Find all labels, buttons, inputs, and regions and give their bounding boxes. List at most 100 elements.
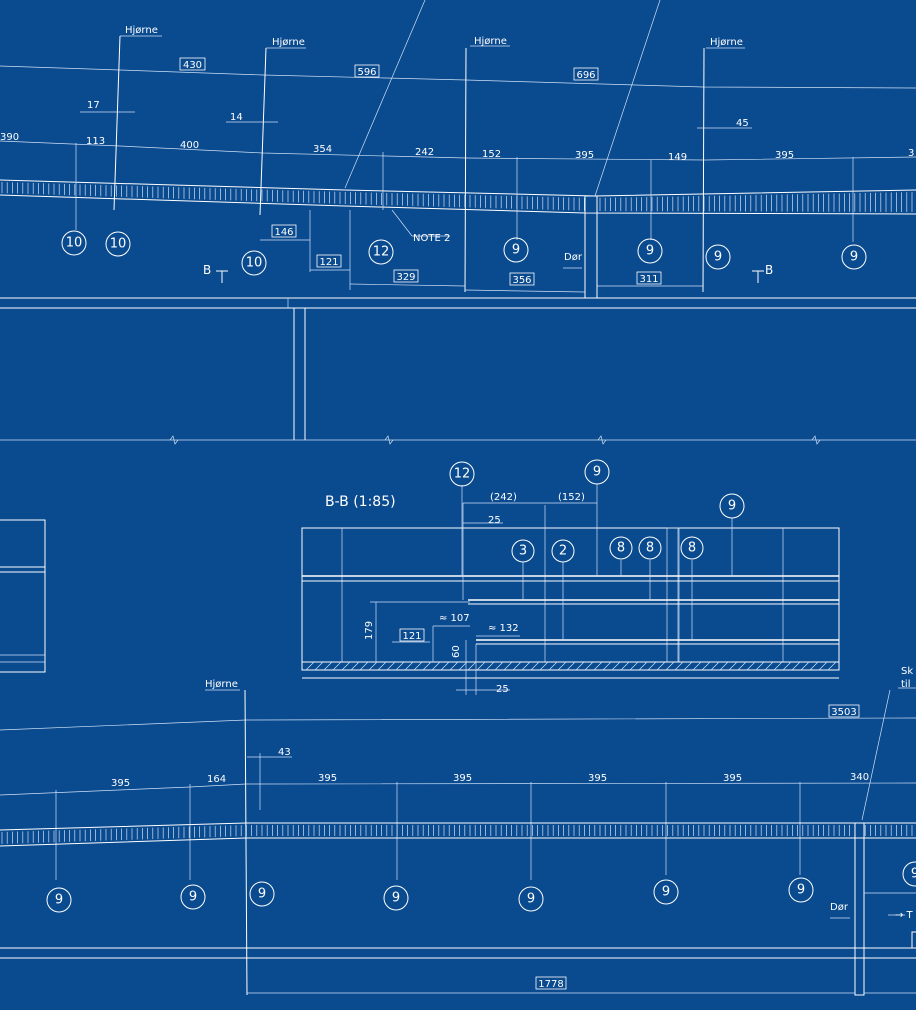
section-marker-label: B [203, 263, 211, 277]
bottom-plan [0, 687, 916, 996]
door-label: Dør [564, 252, 583, 263]
dimension-label: 3503 [831, 707, 856, 718]
dimension-label: 356 [512, 275, 531, 286]
svg-text:9: 9 [593, 465, 601, 480]
item-marker: 9 [503, 237, 529, 263]
dimension-label: 340 [850, 772, 869, 783]
dimension-label: 395 [318, 773, 337, 784]
dimension-label: 1778 [538, 979, 563, 990]
svg-text:12: 12 [454, 467, 471, 482]
top-plan [0, 0, 916, 441]
dimension-label: 25 [488, 515, 501, 526]
svg-text:10: 10 [66, 236, 83, 251]
svg-text:9: 9 [646, 244, 654, 259]
svg-text:10: 10 [110, 237, 127, 252]
item-marker: 2 [551, 539, 575, 563]
dimension-label: 121 [319, 257, 338, 268]
item-marker: 9 [637, 238, 663, 264]
item-marker: 9 [719, 493, 745, 519]
svg-text:8: 8 [617, 541, 625, 556]
svg-text:9: 9 [797, 883, 805, 898]
dimension-label: 149 [668, 152, 687, 163]
approx-label: ≈ 132 [488, 623, 519, 634]
svg-text:9: 9 [728, 499, 736, 514]
svg-text:9: 9 [714, 250, 722, 265]
left-partial-section [0, 519, 46, 673]
svg-text:2: 2 [559, 544, 567, 559]
item-marker: 10 [61, 230, 87, 256]
dimension-label: 400 [180, 140, 199, 151]
item-marker: 12 [449, 461, 475, 487]
item-marker: 10 [241, 250, 267, 276]
item-marker: 9 [518, 886, 544, 912]
dimension-label: 152 [482, 149, 501, 160]
item-marker: 9 [841, 244, 867, 270]
item-marker: 9 [705, 244, 731, 270]
dimension-label: 121 [402, 631, 421, 642]
rail-ticks-top [1, 182, 913, 212]
floor-hatch [305, 661, 837, 671]
corner-label: Hjørne [125, 25, 158, 36]
corner-label: Hjørne [710, 37, 743, 48]
dimension-label: 17 [87, 100, 100, 111]
dimension-label: (242) [490, 492, 517, 503]
item-marker: 9 [902, 861, 916, 887]
svg-text:12: 12 [373, 245, 390, 260]
dimension-label: 113 [86, 136, 105, 147]
item-marker: 8 [638, 536, 662, 560]
dimension-label: 329 [396, 272, 415, 283]
bottom-labels: Hjørne Dør Sk til → T 3503 1778 43 395 1… [111, 666, 914, 990]
item-marker: 3 [511, 539, 535, 563]
svg-text:9: 9 [662, 885, 670, 900]
section-bb: B-B (1:85) [301, 484, 840, 695]
section-marker-label: B [765, 263, 773, 277]
dimension-label: 696 [576, 70, 595, 81]
svg-text:8: 8 [688, 541, 696, 556]
dimension-label: 395 [111, 778, 130, 789]
top-boxed-dims: 430 596 696 146 121 329 356 311 [179, 57, 662, 286]
item-marker: 8 [609, 536, 633, 560]
partial-label: til [901, 679, 910, 690]
section-dims: (242) (152) 25 179 121 ≈ 107 ≈ 132 60 25 [364, 492, 585, 695]
dimension-label: 146 [274, 227, 293, 238]
svg-text:8: 8 [646, 541, 654, 556]
dimension-label: 242 [415, 147, 434, 158]
item-marker: 10 [105, 231, 131, 257]
svg-text:9: 9 [55, 893, 63, 908]
approx-label: ≈ 107 [439, 613, 470, 624]
dimension-label: 596 [357, 67, 376, 78]
dimension-label: 25 [496, 684, 509, 695]
dimension-label: 395 [775, 150, 794, 161]
item-marker: 9 [584, 459, 610, 485]
svg-text:9: 9 [850, 250, 858, 265]
dimension-label: 60 [451, 645, 462, 658]
dimension-label: 354 [313, 144, 332, 155]
door-label: Dør [830, 902, 849, 913]
item-marker: 9 [180, 884, 206, 910]
top-labels: Hjørne Hjørne Hjørne Hjørne Dør NOTE 2 B… [125, 25, 773, 277]
partial-label: → T [895, 910, 914, 921]
item-marker: 9 [788, 877, 814, 903]
dimension-label: 43 [278, 747, 291, 758]
dimension-label: 390 [0, 132, 19, 143]
note-label: NOTE 2 [413, 233, 450, 244]
rail-ticks-bottom [1, 825, 913, 844]
svg-text:3: 3 [519, 544, 527, 559]
item-marker: 9 [249, 881, 275, 907]
dimension-label: 164 [207, 774, 226, 785]
section-markers: 12 9 9 3 2 8 8 8 [449, 459, 745, 563]
dimension-label: 395 [575, 150, 594, 161]
top-dims: 390 17 113 400 14 354 242 152 395 149 45… [0, 100, 914, 163]
section-title: B-B (1:85) [325, 494, 396, 510]
svg-text:9: 9 [392, 891, 400, 906]
svg-text:9: 9 [527, 892, 535, 907]
svg-text:10: 10 [246, 256, 263, 271]
item-marker: 9 [46, 887, 72, 913]
dimension-label: (152) [558, 492, 585, 503]
break-marks [169, 435, 821, 445]
svg-text:9: 9 [911, 867, 916, 882]
svg-text:9: 9 [258, 887, 266, 902]
item-marker: 9 [383, 885, 409, 911]
dimension-label: 179 [364, 621, 375, 640]
